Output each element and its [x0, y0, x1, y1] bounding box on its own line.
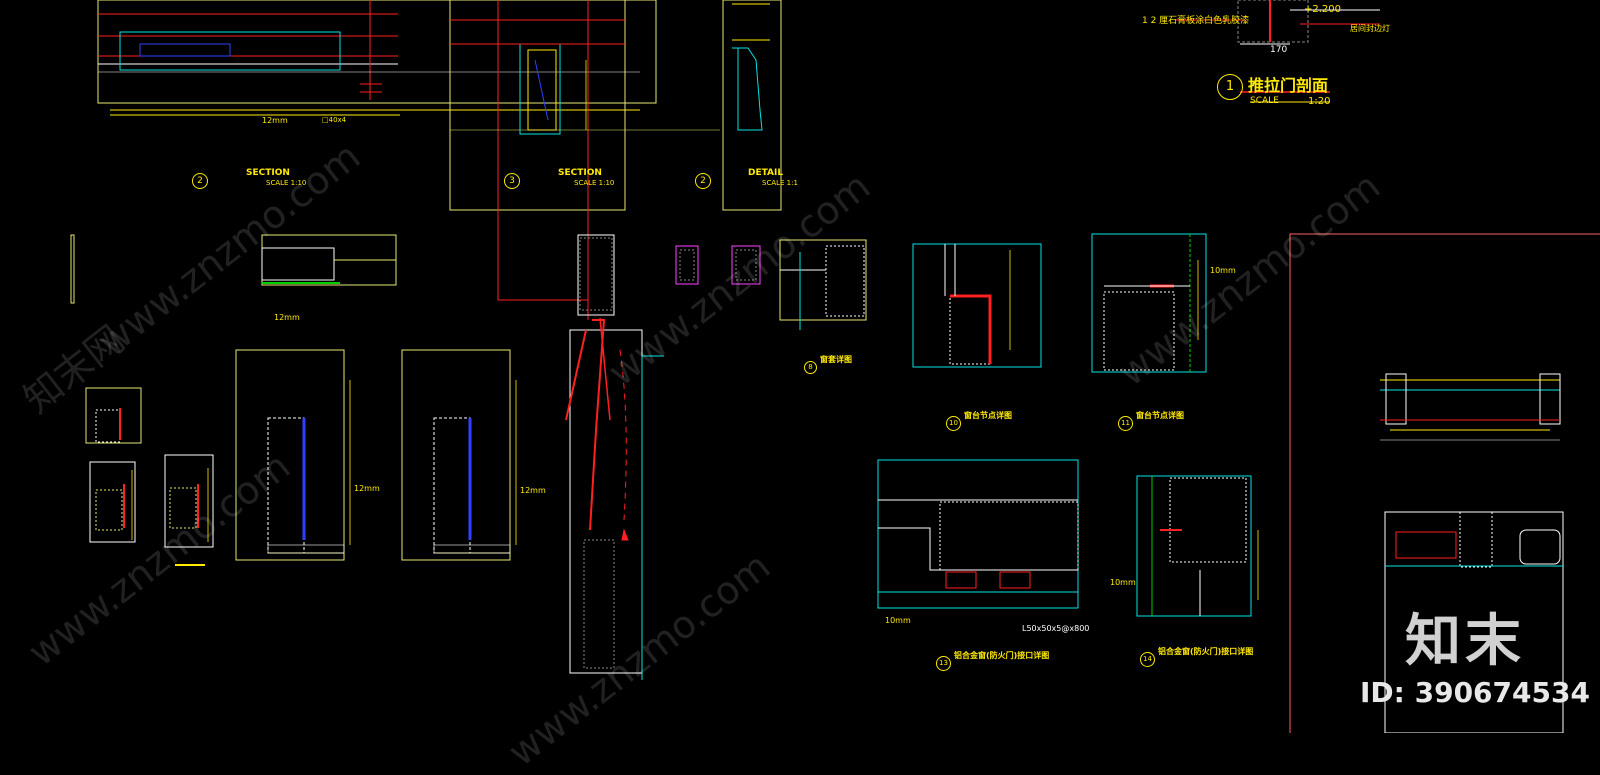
detail-2-label: DETAIL: [748, 168, 784, 178]
detail-8-title: 窗套详图: [820, 355, 852, 364]
id-text: ID: 390674534: [1360, 676, 1590, 709]
section-3-label: SECTION: [558, 168, 602, 178]
detail-8-number-wrap: 8: [804, 354, 817, 374]
section-2-drawing: [97, 0, 657, 116]
detail-2-number-wrap: 2: [695, 168, 711, 189]
detail-10-title: 窗台节点详图: [964, 411, 1012, 420]
section-2-number: 2: [192, 173, 208, 189]
detail-13-number: 13: [936, 656, 951, 671]
section-2-label: SECTION: [246, 168, 290, 178]
detail-14-title: 铝合金窗(防火门)接口详图: [1158, 647, 1254, 656]
detail-10-drawing: [912, 243, 1042, 368]
section-3-scale: SCALE 1:10: [574, 179, 615, 187]
dim-10mm-a: 10mm: [1210, 266, 1236, 275]
dim-170: 170: [1270, 45, 1288, 55]
central-window-section: [565, 234, 664, 680]
section-1-drawing: [1176, 0, 1380, 103]
detail-2-drawing: [722, 0, 782, 211]
section-3-number-wrap: 3: [504, 168, 520, 189]
detail-11-number: 11: [1118, 416, 1133, 431]
detail-11-drawing: [1091, 233, 1207, 373]
dim-12mm-a: 12mm: [262, 116, 288, 125]
dim-40x4: □40x4: [322, 116, 347, 124]
dim-12mm-d: 12mm: [520, 486, 546, 495]
dim-12mm-c: 12mm: [354, 484, 380, 493]
detail-14-drawing: [1136, 475, 1252, 617]
elevation-a-drawing: [235, 349, 345, 561]
dimension-ticks: [131, 60, 1259, 600]
detail-13-title: 铝合金窗(防火门)接口详图: [954, 651, 1050, 660]
detail-12mm-drawing: [261, 234, 397, 286]
elevation-b-drawing: [401, 349, 511, 561]
section-1-number: 1: [1217, 74, 1243, 100]
section-3-number: 3: [504, 173, 520, 189]
brand-logo: 知末: [1405, 609, 1525, 674]
section-1-title-text: 推拉门剖面: [1248, 76, 1329, 95]
right-note: 居间封边灯: [1350, 24, 1390, 33]
far-left-details: [85, 387, 214, 566]
detail-14-number: 14: [1140, 652, 1155, 667]
detail-11-title: 窗台节点详图: [1136, 411, 1184, 420]
dim-12mm-b: 12mm: [274, 313, 300, 322]
dim-10mm-c: 10mm: [885, 616, 911, 625]
dim-10mm-b: 10mm: [1110, 578, 1136, 587]
detail-2-scale: SCALE 1:1: [762, 179, 798, 187]
section-3-drawing: [449, 0, 720, 320]
dim-L50: L50x50x5@x800: [1022, 624, 1090, 633]
detail-14-number-wrap: 14: [1140, 646, 1155, 667]
right-panel: [1289, 233, 1600, 733]
level-mark: +2.200: [1304, 4, 1342, 15]
detail-8-number: 8: [804, 361, 817, 374]
section-1-scale-label: SCALE: [1250, 96, 1279, 106]
detail-13-number-wrap: 13: [936, 650, 951, 671]
section-2-number-wrap: 2: [192, 168, 208, 189]
left-strip: [70, 234, 75, 304]
top-note: 1 2 厘石膏板涂白色乳胶漆: [1142, 16, 1250, 26]
cad-drawing-canvas: [70, 0, 1600, 733]
detail-13-drawing: [877, 459, 1079, 609]
section-2-scale: SCALE 1:10: [266, 179, 307, 187]
detail-10-number: 10: [946, 416, 961, 431]
detail-11-number-wrap: 11: [1118, 410, 1133, 431]
detail-10-number-wrap: 10: [946, 410, 961, 431]
section-1-title: 1: [1217, 74, 1243, 100]
detail-8-drawing: [675, 239, 867, 330]
section-1-scale-value: 1:20: [1308, 96, 1331, 107]
detail-2-number: 2: [695, 173, 711, 189]
